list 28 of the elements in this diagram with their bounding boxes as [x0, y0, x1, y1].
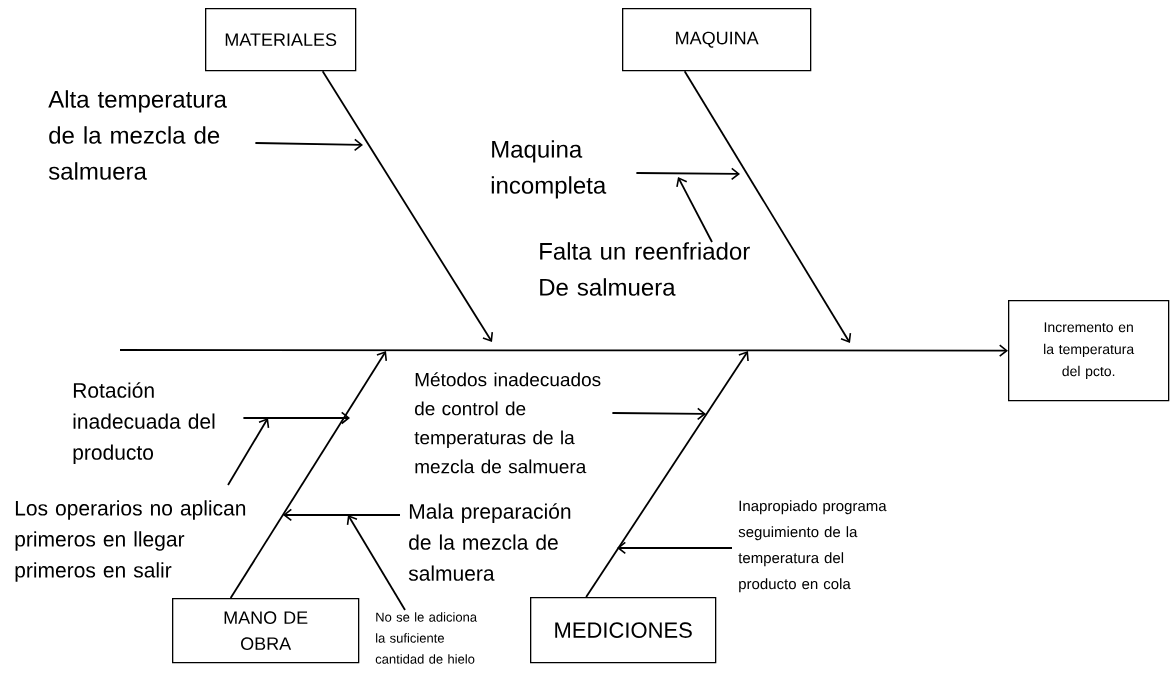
cause-text: Inapropiado programa seguimiento de la temperatura del producto en cola — [738, 500, 887, 593]
effect-box: Incremento en la temperatura del pcto. — [1008, 300, 1170, 402]
cause-text: Los operarios no aplican primeros en llegar primeros en salir — [15, 500, 246, 582]
arrow — [227, 418, 270, 486]
arrow — [283, 508, 401, 522]
category-box: MATERIALES — [205, 8, 357, 72]
cause-text: Alta temperatura de la mezcla de salmuera — [48, 90, 227, 180]
cause-text: Mala preparación de la mezcla de salmuera — [408, 503, 571, 581]
spine-arrow — [119, 344, 1008, 357]
category-box: MEDICIONES — [530, 597, 717, 664]
bone-arrow — [321, 70, 494, 342]
arrow — [254, 138, 363, 152]
cause-text: Falta un reenfriador De salmuera — [540, 242, 750, 296]
cause-text: Métodos inadecuados de control de temperaturas de la mezcla de salmuera — [414, 372, 601, 474]
bone-arrow — [683, 70, 852, 343]
cause-text: Rotación inadecuada del producto — [73, 382, 215, 464]
arrow — [346, 515, 406, 611]
arrow — [611, 407, 706, 421]
arrow — [635, 167, 740, 181]
bone-arrow — [585, 351, 749, 598]
bone-arrow — [229, 351, 388, 599]
category-box: MANO DE OBRA — [172, 598, 360, 664]
arrow — [242, 411, 350, 425]
category-box: MAQUINA — [622, 8, 812, 72]
arrow — [676, 177, 713, 243]
cause-text: No se le adiciona la suficiente cantidad de hielo — [375, 612, 478, 664]
arrow — [617, 541, 733, 555]
cause-text: Maquina incompleta — [491, 140, 607, 199]
